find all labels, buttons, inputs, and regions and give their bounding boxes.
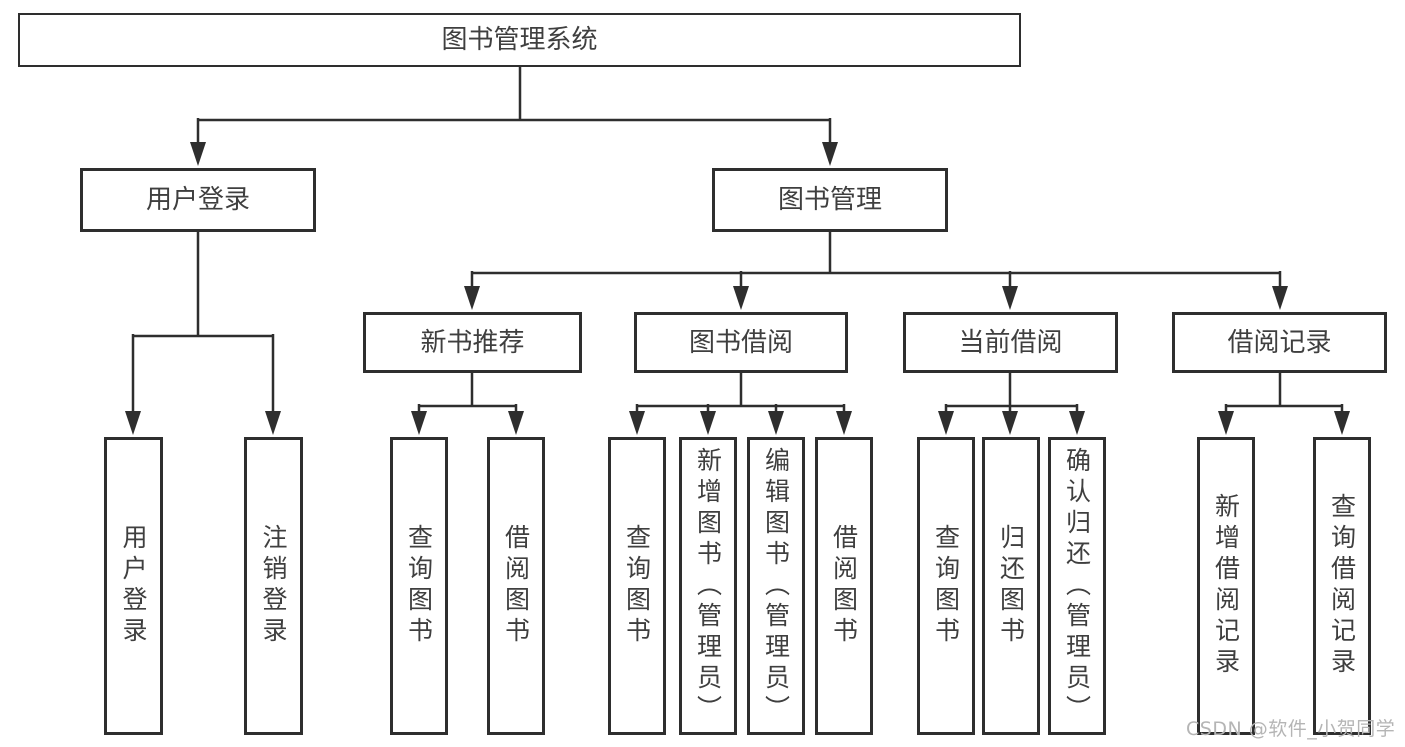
node-leaf-query-books-borrow: 查询图书: [608, 437, 666, 735]
edge-userlogin-to-leaves: [131, 231, 275, 420]
node-current-borrowing: 当前借阅: [903, 312, 1118, 373]
node-book-borrowing: 图书借阅: [634, 312, 848, 373]
node-user-login: 用户登录: [80, 168, 316, 232]
node-leaf-logout: 注销登录: [244, 437, 303, 735]
node-leaf-confirm-return-admin: 确认归还（管理员）: [1048, 437, 1106, 735]
edge-bookborrow-to-leaves: [635, 372, 846, 420]
node-leaf-query-books-recommend: 查询图书: [390, 437, 448, 735]
node-leaf-add-books-admin: 新增图书（管理员）: [679, 437, 737, 735]
edge-bookmgmt-to-level3: [470, 231, 1282, 295]
node-new-book-recommendation: 新书推荐: [363, 312, 582, 373]
node-leaf-return-books: 归还图书: [982, 437, 1040, 735]
edge-borrowrecord-to-leaves: [1224, 372, 1344, 420]
node-leaf-borrow-books-recommend: 借阅图书: [487, 437, 545, 735]
node-leaf-user-login: 用户登录: [104, 437, 163, 735]
node-book-management: 图书管理: [712, 168, 948, 232]
csdn-watermark: CSDN @软件_小贺同学: [1186, 718, 1396, 740]
node-library-management-system: 图书管理系统: [18, 13, 1021, 67]
edge-root-to-level2: [196, 67, 832, 150]
node-leaf-query-books-current: 查询图书: [917, 437, 975, 735]
node-borrowing-records: 借阅记录: [1172, 312, 1387, 373]
node-leaf-borrow-books: 借阅图书: [815, 437, 873, 735]
node-leaf-query-borrow-record: 查询借阅记录: [1313, 437, 1371, 735]
arrowheads: [125, 142, 1350, 435]
node-leaf-edit-books-admin: 编辑图书（管理员）: [747, 437, 805, 735]
node-leaf-add-borrow-record: 新增借阅记录: [1197, 437, 1255, 735]
edge-newbook-to-leaves: [417, 372, 518, 420]
